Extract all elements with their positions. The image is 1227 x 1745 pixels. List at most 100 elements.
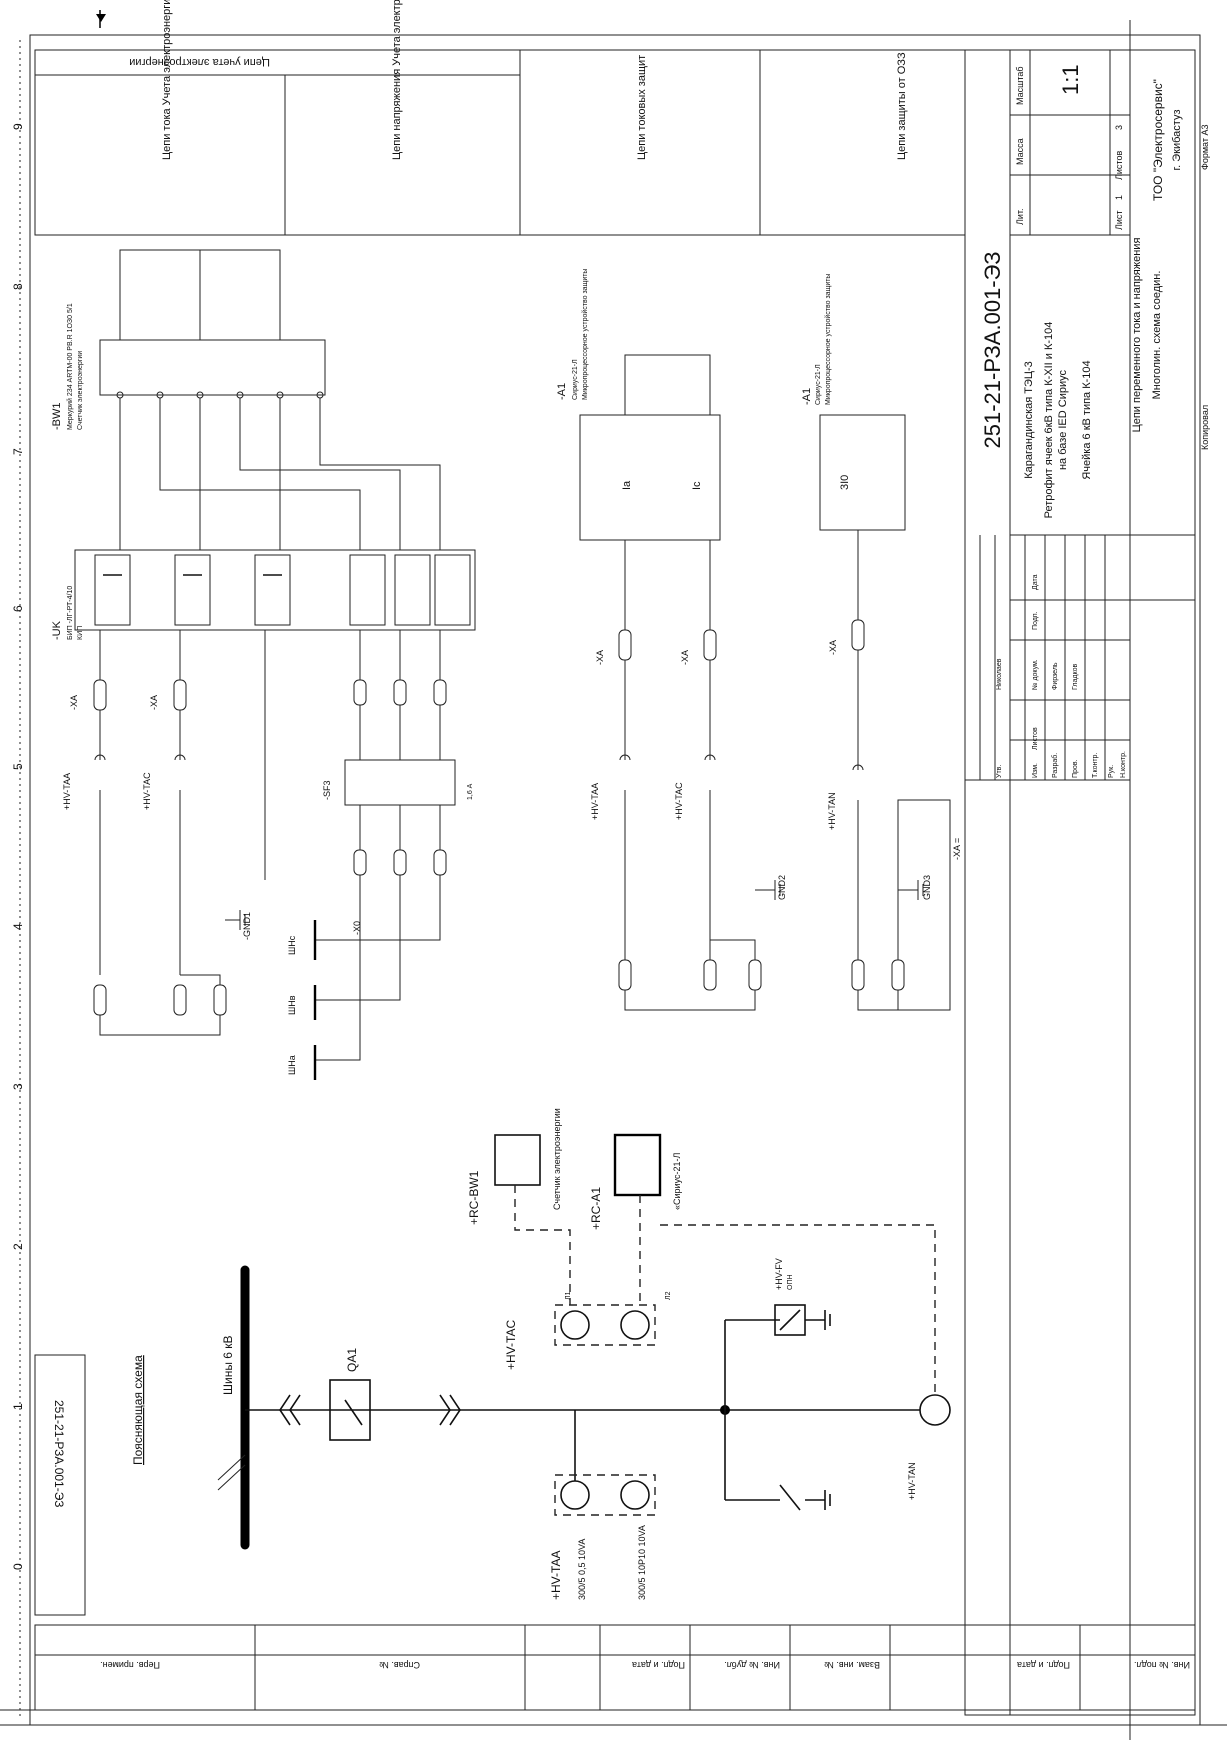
relay-a1-line-2: Микропроцессорное устройство защиты — [581, 269, 589, 400]
stamp-sprav: Справ. № — [379, 1660, 420, 1670]
voltage-circuits: -SF3 1,6 А ШНа ШНв ШНс -X0 — [287, 630, 474, 1080]
side-stamp: Перв. примен. Справ. № Подп. и дата Инв.… — [34, 1354, 1196, 1711]
drawing-title-1: Цепи переменного тока и напряжения — [1131, 238, 1143, 433]
stamp-sign-1: Подп. и дата — [632, 1660, 685, 1670]
vt-sub: ОПН — [787, 1274, 794, 1290]
ct-taa-core-2 — [620, 1480, 650, 1510]
xa-note: -XA = — [952, 838, 962, 860]
ta-c-label-1: +HV-TAC — [142, 772, 152, 810]
bus-label: Шины 6 кВ — [221, 1335, 235, 1395]
relay-box — [613, 1133, 662, 1197]
sheet-label: Лист — [1114, 210, 1124, 230]
relay2-line-2: Микропроцессорное устройство защиты — [824, 274, 832, 405]
header-meter-current: Цепи тока Учета электроэнергии — [161, 0, 173, 160]
stamp-sign-2: Подп. и дата — [1017, 1660, 1070, 1670]
role-razrab: Разраб. — [1051, 753, 1059, 778]
ct-l1: Л1 — [565, 1291, 572, 1300]
ct-taa-rating-2: 300/5 10P10 10VA — [637, 1525, 647, 1600]
mass-label: Масса — [1015, 138, 1025, 165]
ta-c-label-2: +HV-TAC — [674, 782, 684, 820]
grid-number-1: 1 — [11, 1403, 25, 1410]
relay-box-label: +RC-A1 — [589, 1187, 603, 1230]
meter-bw1 — [99, 339, 326, 396]
header-protection-current: Цепи токовых защит — [636, 55, 648, 160]
ta-n-label: +HV-TAN — [827, 792, 837, 830]
sheets-label: Листов — [1114, 151, 1124, 180]
xa-7: -XA — [680, 650, 690, 665]
grid-number-2: 2 — [11, 1243, 25, 1250]
stamp-vzam: Взам. инв. № — [824, 1660, 880, 1670]
bus-shc: ШНс — [287, 935, 297, 955]
grid-number-9: 9 — [11, 123, 25, 130]
grid-number-5: 5 — [11, 763, 25, 770]
meter-caption: Счетчик электроэнергии — [552, 1108, 562, 1210]
head-sign: Подп. — [1032, 611, 1039, 630]
header-meter-circuits: Цепи учета электроэнергии — [129, 56, 270, 68]
xa-11: -XA — [828, 640, 838, 655]
gnd2-label: GND2 — [777, 875, 787, 900]
sheet-number: 1 — [1114, 195, 1124, 200]
lit-label: Лит. — [1015, 208, 1025, 225]
meter-circuit: -BW1 Меркурий 234 ARTM-00 PB.R 1ОЗ0 5/1 … — [51, 249, 441, 550]
ct-taa-rating-1: 300/5 0,5 10VA — [577, 1539, 587, 1600]
project-line-2: на базе IED Сириус — [1057, 370, 1069, 471]
earth-fault-circuit: -A1 Сириус-21-Л Микропроцессорное устрой… — [801, 274, 962, 1011]
side-doc-code: 251-21-РЗА.001-ЭЗ — [52, 1400, 66, 1507]
ta-a-label-2: +HV-TAA — [590, 783, 600, 820]
test-block: -UK БИП -ЛГ-РТ-4/10 КИП — [51, 549, 476, 640]
company-name: ТОО "Электросервис" — [1151, 79, 1165, 201]
doc-code: 251-21-РЗА.001-ЭЗ — [980, 252, 1005, 449]
xa-2: -XA — [149, 695, 159, 710]
ct-tan-label: +HV-TAN — [907, 1462, 917, 1500]
head-doc: № докум. — [1032, 659, 1039, 690]
vt-label: +HV-FV — [774, 1258, 784, 1290]
ct-tac-core-1 — [560, 1310, 590, 1340]
ct-tac-label: +HV-TAC — [504, 1320, 518, 1370]
xa-6: -XA — [595, 650, 605, 665]
ct-tac-core-2 — [620, 1310, 650, 1340]
ct-tan — [919, 1394, 951, 1426]
header-earth-fault: Цепи защиты от ОЗЗ — [896, 52, 908, 160]
meter-box-label: +RC-BW1 — [467, 1170, 481, 1225]
relay-caption: «Сириус-21-Л — [672, 1153, 682, 1210]
scale-value: 1:1 — [1058, 64, 1083, 95]
name-prov: Гладков — [1072, 664, 1079, 690]
grid-number-0: 0 — [11, 1563, 25, 1570]
bus-shb: ШНв — [287, 995, 297, 1015]
meter-ref: -BW1 — [51, 403, 63, 431]
grid-number-3: 3 — [11, 1083, 25, 1090]
explanatory-title: Поясняющая схема — [131, 1355, 145, 1465]
relay-ic: Ic — [691, 481, 703, 490]
scale-label: Масштаб — [1015, 66, 1025, 105]
ct-l2: Л2 — [665, 1291, 672, 1300]
stamp-inv-dubl: Инв. № дубл. — [724, 1660, 780, 1670]
metering-ct-wiring: -XA -XA +HV-TAA +HV-TAC -GND1 — [62, 630, 266, 1036]
grid-number-7: 7 — [11, 448, 25, 455]
ct-taa-label: +HV-TAA — [549, 1551, 563, 1600]
sf3-rating: 1,6 А — [467, 783, 474, 800]
project-line-1: Ретрофит ячеек 6кВ типа К-XII и К-104 — [1043, 322, 1055, 519]
head-date: Дата — [1032, 574, 1039, 590]
relay2-ref: -A1 — [801, 388, 813, 405]
meter-line-2: Счетчик электроэнергии — [77, 351, 84, 430]
copied-label: Копировал — [1200, 405, 1210, 450]
explanatory-diagram: Поясняющая схема Шины 6 кВ QA1 +HV-TAA 3… — [131, 1108, 951, 1600]
head-izm: Изм. — [1032, 763, 1039, 778]
head-list: Листов — [1032, 727, 1039, 750]
relay-a1 — [579, 414, 721, 541]
sf3-label: -SF3 — [322, 780, 332, 800]
gnd1-label: -GND1 — [242, 912, 252, 940]
relay2-line-1: Сириус-21-Л — [815, 364, 822, 405]
stamp-inv-podl: Инв. № подл. — [1134, 1660, 1190, 1670]
bus-sha: ШНа — [287, 1055, 297, 1075]
cell-name: Ячейка 6 кВ типа К-104 — [1081, 360, 1093, 479]
testblock-line-1: БИП -ЛГ-РТ-4/10 — [67, 586, 74, 640]
role-utv: Утв. — [996, 765, 1003, 778]
testblock-line-2: КИП — [77, 626, 84, 640]
ct-taa-core-1 — [560, 1480, 590, 1510]
ta-a-label-1: +HV-TAA — [62, 773, 72, 810]
plant-name: Карагандинская ТЭЦ-3 — [1023, 361, 1035, 479]
meter-box — [494, 1134, 541, 1186]
breaker-sf3 — [344, 759, 456, 806]
grid-number-labels: 9 8 7 6 5 4 3 2 1 0 — [11, 123, 25, 1570]
